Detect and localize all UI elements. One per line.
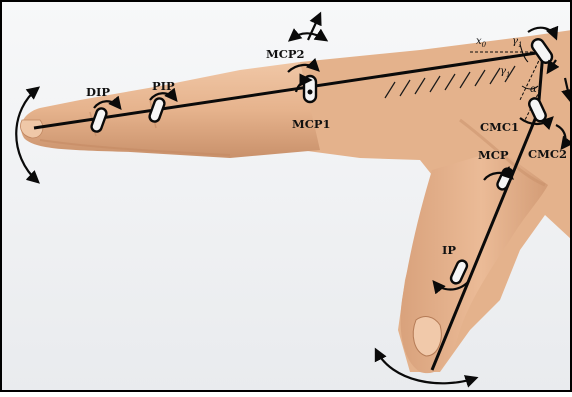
label-mcp2: MCP2 [266,47,305,61]
label-pip: PIP [152,79,175,93]
label-cmc1: CMC1 [480,120,519,134]
label-dip: DIP [86,85,110,99]
thumbnail [413,317,441,356]
label-mcp1: MCP1 [292,117,331,131]
label-mcp: MCP [478,148,509,162]
label-cmc2: CMC2 [528,147,567,161]
mcp1-joint-dot [308,90,313,95]
label-ip: IP [442,243,456,257]
